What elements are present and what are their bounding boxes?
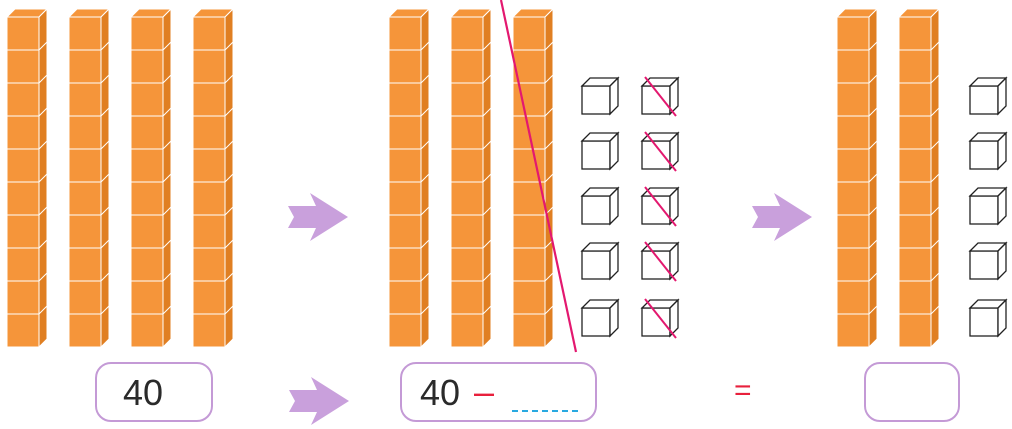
ones-cube — [968, 76, 1008, 116]
ones-cubes-group — [580, 76, 680, 339]
ones-cube — [580, 131, 620, 171]
ones-cube — [640, 241, 680, 282]
ones-cube — [640, 76, 680, 117]
ones-cube — [580, 186, 620, 226]
tens-rod — [67, 7, 111, 349]
rod-strike-line — [499, 0, 578, 353]
arrow-right-icon — [288, 193, 348, 241]
tens-rod — [835, 7, 879, 349]
cube-strike-line — [644, 131, 677, 172]
arrow-right-icon — [752, 193, 812, 241]
ones-cube — [968, 131, 1008, 171]
start-value-box: 40 — [95, 362, 213, 422]
tens-rod — [191, 7, 235, 349]
tens-rod — [897, 7, 941, 349]
base-ten-group — [835, 7, 941, 349]
ones-cube — [640, 298, 680, 339]
equals-sign: = — [734, 374, 752, 407]
ones-cube — [580, 76, 620, 116]
minus-sign: – — [474, 371, 495, 412]
ones-cubes-group — [968, 76, 1008, 338]
start-value: 40 — [123, 372, 164, 413]
ones-cube — [968, 241, 1008, 281]
expression-start-value: 40 — [420, 372, 461, 413]
cube-strike-line — [644, 186, 677, 227]
cube-strike-line — [644, 76, 677, 117]
tens-rod — [5, 7, 49, 349]
subtraction-expression-box: 40 – — [400, 362, 597, 422]
ones-cube — [640, 186, 680, 227]
ones-cube — [640, 131, 680, 172]
tens-rod — [387, 7, 431, 349]
ones-cube — [968, 298, 1008, 338]
cube-strike-line — [644, 241, 677, 282]
arrow-right-icon — [289, 377, 349, 425]
cube-strike-line — [644, 298, 677, 339]
base-ten-group — [5, 7, 235, 349]
tens-rod — [129, 7, 173, 349]
tens-rod — [449, 7, 493, 349]
tens-rod — [511, 7, 555, 349]
ones-cube — [580, 241, 620, 281]
ones-cube — [580, 298, 620, 338]
base-ten-group — [387, 7, 555, 349]
subtrahend-blank[interactable] — [512, 410, 578, 412]
answer-box[interactable] — [864, 362, 960, 422]
ones-cube — [968, 186, 1008, 226]
